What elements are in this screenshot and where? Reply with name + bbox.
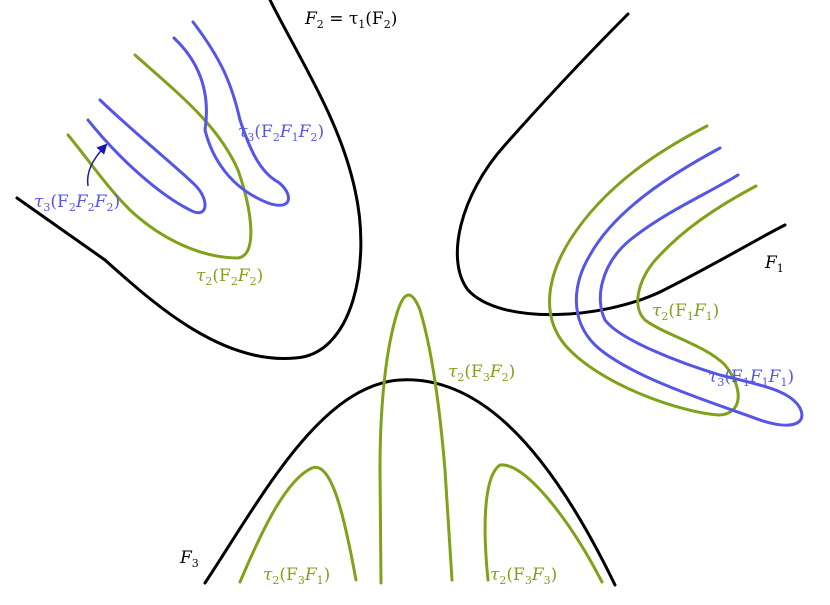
t2-f3f2-curve <box>378 293 454 585</box>
t2-f3f3-curve <box>483 463 604 584</box>
label-t2-f3f2: τ2(F3F2) <box>448 362 515 384</box>
label-t3-f1f1f1: τ3(F1F1F1) <box>708 367 794 389</box>
label-t2-f3f3: τ2(F3F3) <box>490 565 557 587</box>
f2-boundary-curve <box>15 0 363 360</box>
label-f1-boundary: F1 <box>764 253 784 275</box>
t2-f2f2-curve <box>66 53 253 260</box>
f3-boundary-curve <box>203 378 617 587</box>
label-t3-f2f2f2: τ3(F2F2F2) <box>34 192 120 214</box>
t3-f2f2f2-outer-curve <box>86 98 207 214</box>
t3-f1f1f1-inner-curve <box>574 146 804 427</box>
label-t2-f3f1: τ2(F3F1) <box>263 565 330 587</box>
label-t3-f2f1f2: τ3(F2F1F2) <box>238 122 324 144</box>
label-t2-f2f2: τ2(F2F2) <box>196 266 263 288</box>
label-f3-boundary: F3 <box>179 548 199 570</box>
f1-boundary-curve <box>455 12 787 317</box>
t3-f2f1f2-curve <box>172 20 290 207</box>
t2-f1f1-outer-curve <box>548 124 758 417</box>
label-f2-boundary: F2 = τ1(F2) <box>304 9 397 31</box>
label-t2-f1f1: τ2(F1F1) <box>652 301 719 323</box>
t2-f3f1-curve <box>238 465 358 584</box>
t3-f2f2f2-arrow <box>86 143 108 187</box>
